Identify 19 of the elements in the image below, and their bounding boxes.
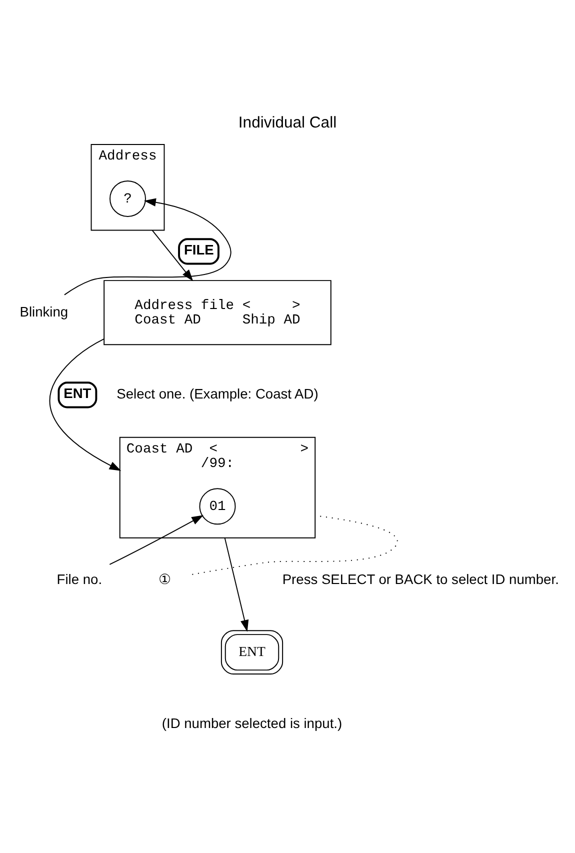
edge-label: ENT	[64, 386, 92, 402]
node-label: (ID number selected is input.)	[162, 716, 342, 731]
arrow	[64, 198, 232, 296]
node-label: Select one. (Example: Coast AD)	[116, 386, 318, 402]
label: Press SELECT or BACK to select ID number.	[282, 572, 559, 587]
node-text: Blinking	[20, 304, 68, 320]
arrow	[224, 537, 249, 632]
diagram-title: Individual Call	[238, 114, 337, 132]
arrow	[49, 338, 122, 471]
arrow	[109, 515, 204, 565]
arrow	[152, 230, 194, 282]
node-box: Address file < > Coast AD Ship AD	[104, 280, 332, 346]
node-text: File no.	[56, 572, 102, 587]
node-circle: 01	[199, 488, 236, 525]
node-box: ENT	[220, 630, 284, 674]
connector	[192, 515, 398, 575]
node-circle: ?	[110, 180, 146, 217]
edge-label: FILE	[184, 242, 214, 258]
node-text: ①	[158, 572, 172, 587]
